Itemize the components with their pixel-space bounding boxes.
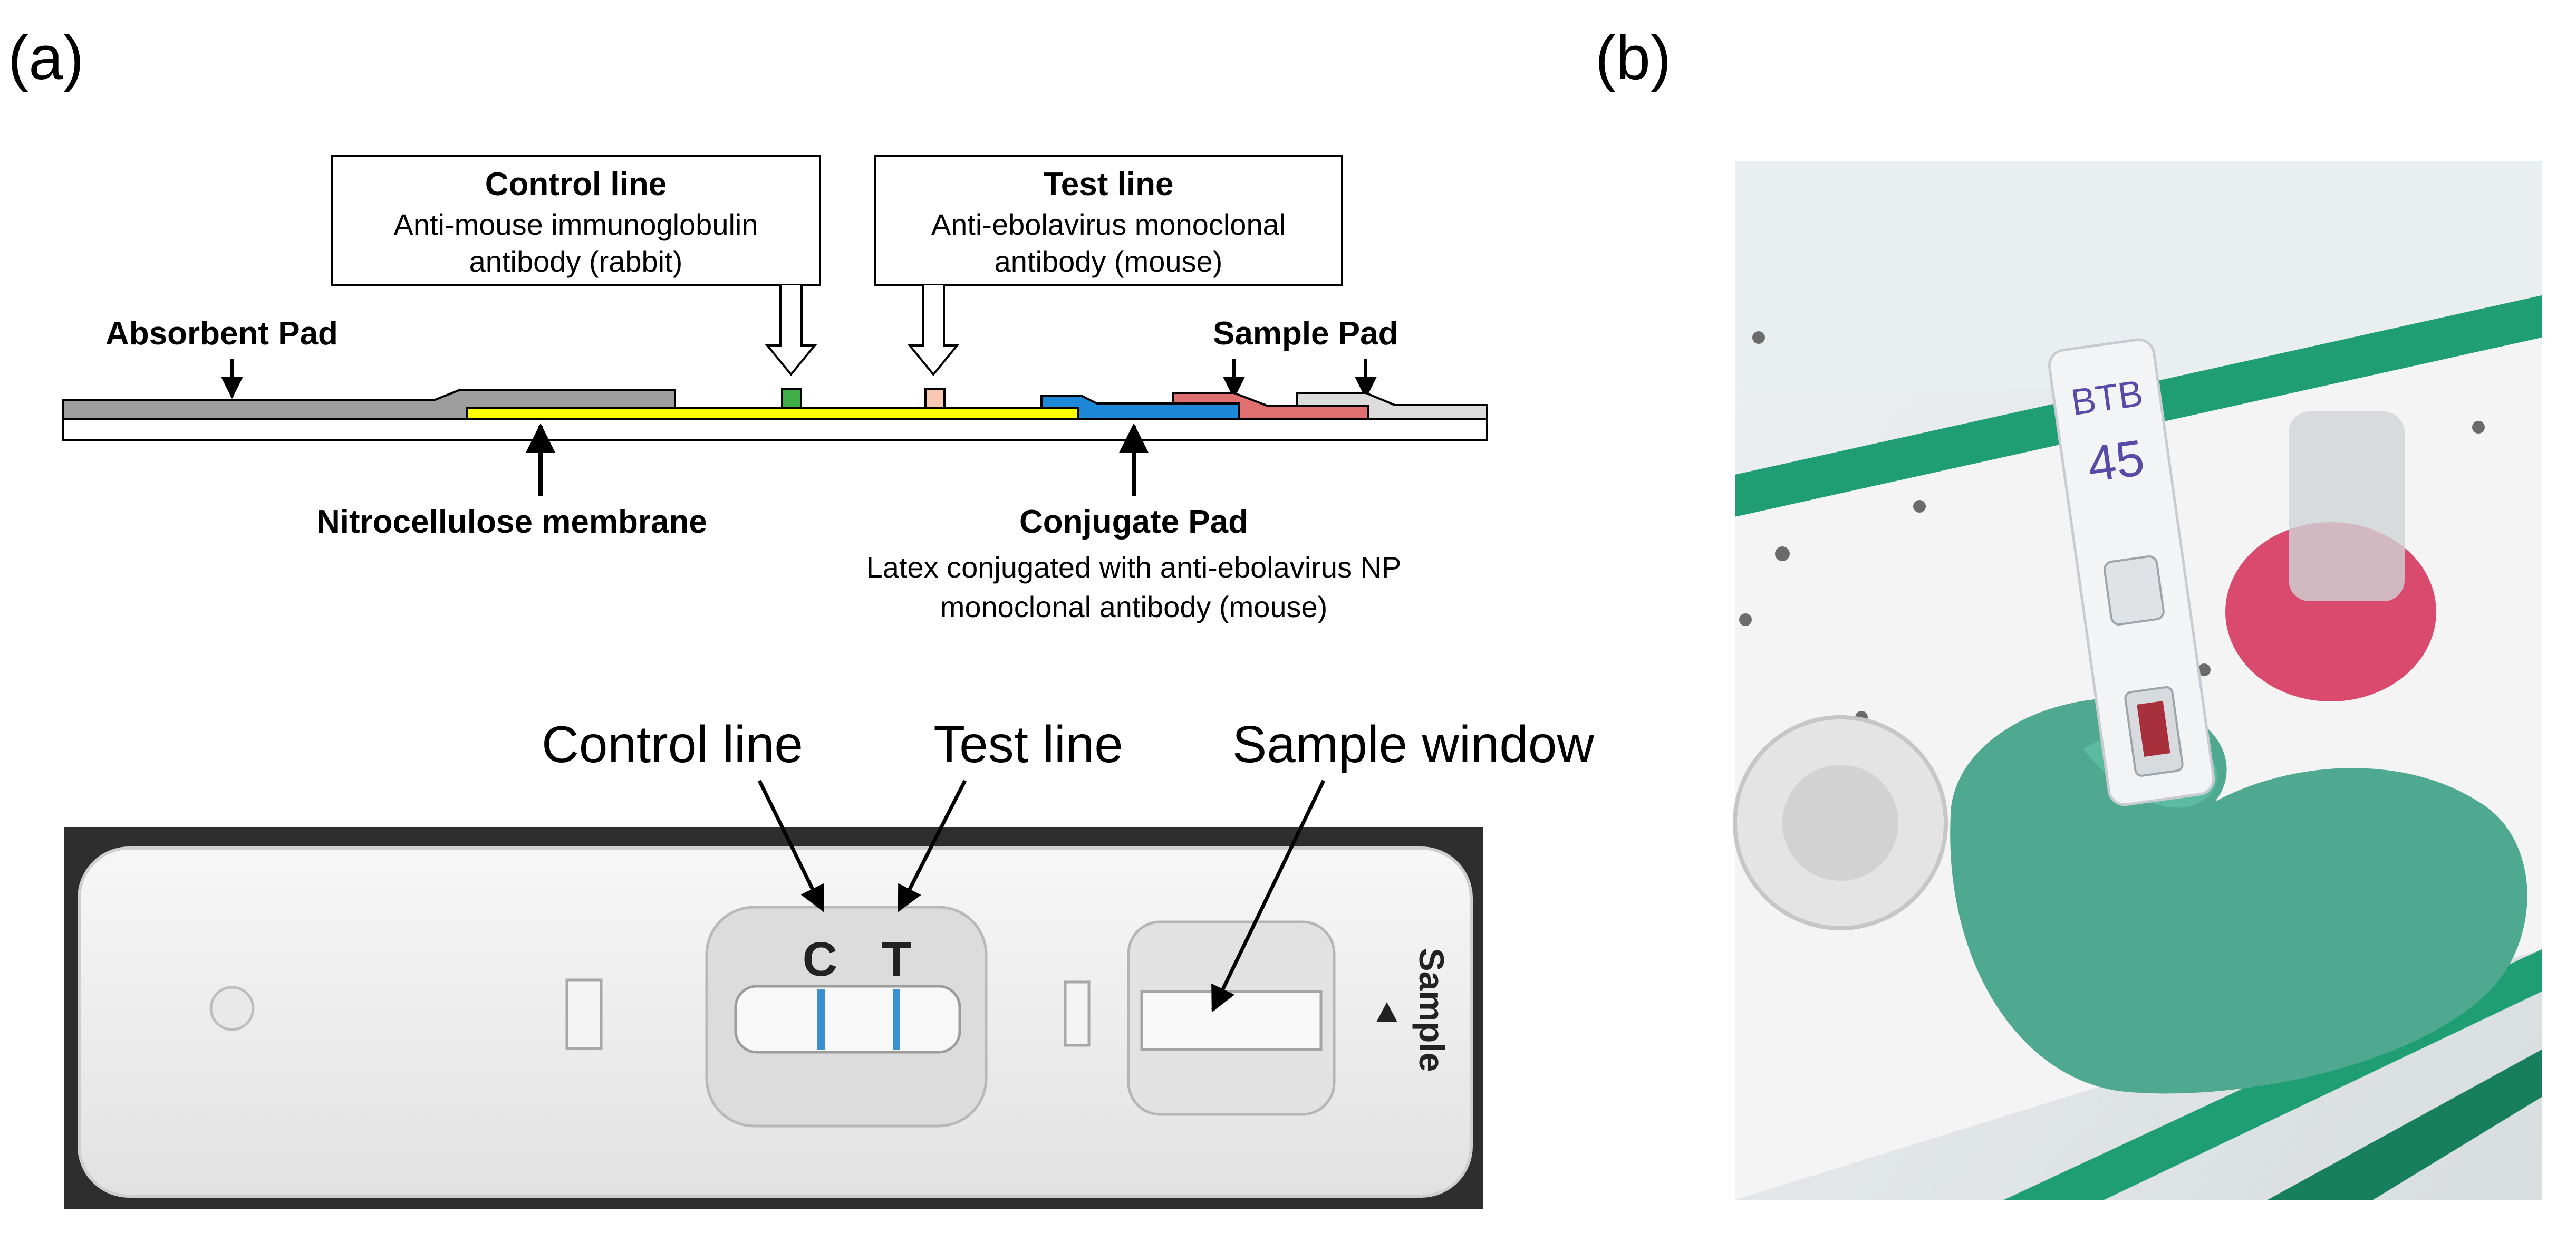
cassette-slot-right (1064, 980, 1091, 1047)
test-line-dot (924, 388, 946, 409)
absorbent-pad-label: Absorbent Pad (105, 315, 338, 352)
cassette-photo: Control line Test line Sample window C T… (64, 715, 1595, 1209)
marker-text-1: BTB (2069, 372, 2146, 423)
photo-sample-window-arrow (1211, 780, 1326, 1013)
photo-test-line-label: Test line (933, 715, 1123, 773)
control-line-mark (817, 989, 825, 1050)
nitrocellulose-membrane (466, 407, 1079, 420)
plastic-object (2289, 411, 2405, 601)
sample-pad-grey (1296, 392, 1488, 420)
cassette-slot-left (565, 978, 603, 1050)
test-line-hollow-arrow (907, 285, 960, 377)
control-line-dot (781, 388, 802, 409)
marker-text-2: 45 (2084, 429, 2148, 493)
round-port-inner (1782, 765, 1898, 881)
test-line-callout: Test line Anti-ebolavirus monoclonal ant… (874, 155, 1343, 377)
photo-test-arrow (897, 780, 967, 912)
glovebox-photo: BTB 45 (1733, 161, 2542, 1200)
control-line-hollow-arrow (765, 285, 817, 377)
control-line-desc-2: antibody (rabbit) (469, 245, 683, 278)
held-result-window (2104, 555, 2165, 626)
test-line-mark (893, 989, 900, 1050)
control-line-desc-1: Anti-mouse immunoglobulin (393, 208, 758, 241)
absorbent-pad (62, 389, 676, 420)
held-sample-red (2137, 700, 2170, 757)
test-line-desc-1: Anti-ebolavirus monoclonal (931, 208, 1286, 241)
sample-well (1140, 990, 1323, 1051)
result-window-strip (734, 985, 961, 1054)
green-bar-lower (2268, 1050, 2542, 1200)
screw-4 (1913, 500, 1926, 513)
test-line-title: Test line (1044, 166, 1174, 203)
cassette-sample-text: Sample (1412, 948, 1451, 1072)
screw-1 (1752, 331, 1765, 344)
panel-b-label: (b) (1595, 23, 1671, 93)
cassette-c-letter: C (803, 932, 837, 986)
cassette-circle (209, 986, 255, 1031)
sample-triangle-icon (1376, 1002, 1397, 1022)
test-line-desc-2: antibody (mouse) (995, 245, 1223, 278)
glove-hand (1950, 698, 2527, 1094)
screw-6 (2472, 421, 2485, 434)
held-cassette: BTB 45 (2048, 338, 2215, 806)
panel-a-label: (a) (8, 23, 84, 93)
control-line-title: Control line (485, 166, 667, 203)
conjugate-pad-desc-1: Latex conjugated with anti-ebolavirus NP (866, 551, 1402, 584)
conjugate-pad-desc-2: monoclonal antibody (mouse) (940, 590, 1328, 623)
conjugate-pad-title: Conjugate Pad (1019, 504, 1248, 540)
control-line-callout: Control line Anti-mouse immunoglobulin a… (331, 155, 821, 377)
screw-2 (1775, 546, 1790, 561)
backing-card (62, 418, 1488, 441)
nitrocellulose-label: Nitrocellulose membrane (316, 504, 707, 540)
sample-pad-label: Sample Pad (1213, 315, 1398, 352)
photo-control-arrow (757, 780, 825, 912)
cassette-t-letter: T (882, 932, 911, 986)
screw-7 (2198, 663, 2211, 676)
photo-sample-window-label: Sample window (1232, 715, 1595, 773)
photo-control-line-label: Control line (542, 715, 803, 773)
screw-3 (1739, 613, 1752, 626)
strip-schematic: Control line Anti-mouse immunoglobulin a… (62, 155, 1488, 623)
